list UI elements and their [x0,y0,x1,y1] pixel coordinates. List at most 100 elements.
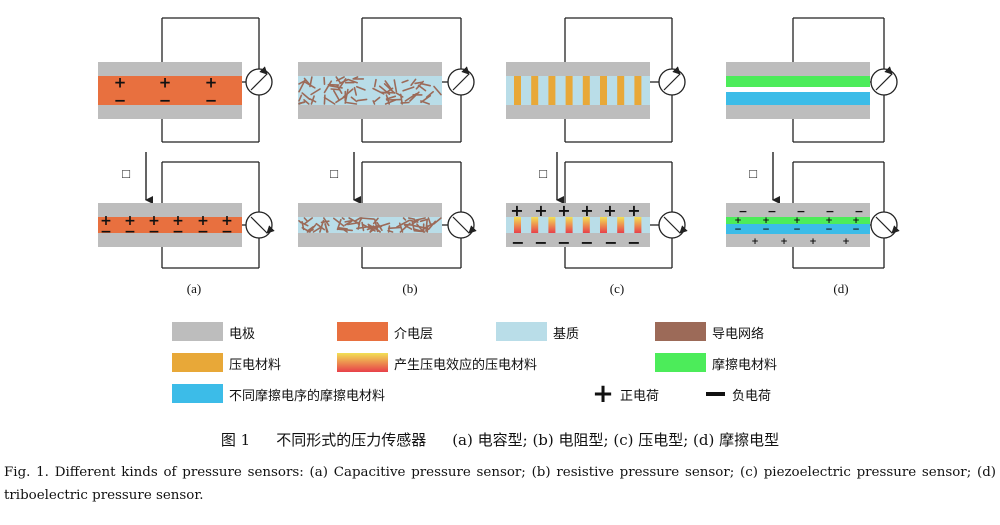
conductive-fiber [303,217,309,222]
substrate-layer [506,217,650,233]
positive-charge: + [205,73,218,91]
negative-charge: − [825,225,833,235]
electrode-top [506,203,650,217]
electrode-top [98,203,242,217]
conductive-fiber [298,94,303,102]
conductive-fiber [315,222,326,231]
negative-charge: − [796,205,805,218]
conductive-fiber [433,217,442,225]
negative-charge: − [114,91,127,109]
meter-needle-icon [452,66,470,91]
conductive-fiber [336,218,342,231]
negative-charge: − [852,225,860,235]
conductive-fiber [312,227,321,233]
conductive-network [298,217,442,233]
legend-label-piezo-effect: 产生压电效应的压电材料 [394,358,538,373]
conductive-fiber [407,217,416,220]
circuit [564,161,688,269]
circuit [161,161,275,269]
negative-charge: − [172,224,184,240]
tribo-layer [726,217,870,224]
conductive-fiber [345,101,358,105]
positive-charge: + [809,237,817,247]
electrode-bottom [726,105,870,119]
conductive-fiber [433,85,442,96]
legend-swatch-dielectric [337,322,388,341]
conductive-fiber [356,98,368,102]
positive-charge: + [842,237,850,247]
conductive-fiber [387,225,391,233]
legend-label-conductive-network: 导电网络 [712,327,765,342]
electrode-bottom [506,233,650,247]
legend-label-negative-charge: 负电荷 [732,389,772,404]
caption-english: Fig. 1. Different kinds of pressure sens… [4,465,996,503]
electrode-bottom [298,105,442,119]
positive-charge: + [580,201,593,220]
conductive-fiber [402,217,407,221]
positive-charge: + [159,73,172,91]
conductive-fiber [335,96,346,104]
electrode-top [726,62,870,76]
conductive-fiber [309,98,317,103]
legend-label-tribo-material-alt: 不同摩擦电序的摩擦电材料 [229,389,386,404]
conductive-fiber [384,80,392,90]
meter-needle-icon [663,66,681,91]
conductive-fiber [323,94,326,105]
conductive-fiber [301,92,311,100]
conductive-fiber [344,220,353,226]
substrate-layer [298,76,442,105]
meter-needle-icon [663,216,688,234]
conductive-fiber [339,78,347,88]
circuit [792,17,898,143]
caption-figure-number: 图 1 [220,431,251,449]
piezo-pillar-active [548,217,556,233]
conductive-fiber [416,223,425,233]
conductive-fiber [332,217,345,227]
circuit [564,17,686,143]
conductive-fiber [330,88,341,91]
electrode-bottom [98,105,242,119]
negative-charge: − [159,91,172,109]
legend-label-positive-charge: 正电荷 [620,389,660,404]
negative-charge: − [511,233,524,252]
positive-charge: + [603,201,616,220]
conductive-fiber [308,224,317,233]
panels-layer: +−+−+−□+−+−+−+−+−+−□□++++++−−−−−−□−−−−−+… [98,17,900,296]
conductive-fiber [384,99,397,105]
tribo-layer-alt [726,92,870,105]
negative-charge: − [604,233,617,252]
conductive-fiber [419,218,429,223]
conductive-fiber [425,91,435,99]
conductive-fiber [346,222,358,226]
conductive-fiber [355,85,366,91]
conductive-fiber [393,79,398,93]
circuit [792,161,900,269]
electrode-top [506,62,650,76]
pressure-marker: □ [749,166,757,181]
meter-needle-icon [875,216,900,234]
piezo-pillar [565,76,573,105]
caption-title: 不同形式的压力传感器 [276,431,427,449]
legend-swatch-tribo_material_alt [172,384,223,403]
legend-plus-icon: + [592,379,614,409]
negative-charge: − [825,205,834,218]
conductive-fiber [413,229,423,233]
positive-charge: + [627,201,640,220]
tribo-layer-alt [726,224,870,234]
conductive-fiber [332,89,340,101]
electrode-top [98,62,242,76]
piezo-pillar-active [514,217,521,233]
conductive-fiber [414,81,423,85]
conductive-fiber [399,93,404,105]
legend-swatch-electrode [172,322,223,341]
conductive-fiber [372,100,376,105]
conductive-fiber [420,94,432,104]
substrate-layer [506,76,650,105]
conductive-fiber [335,76,345,82]
conductive-fiber [413,217,426,222]
conductive-fiber [322,217,330,227]
dielectric-layer [98,217,242,233]
legend-swatch-piezo-effect [337,353,388,372]
piezo-pillar [600,76,607,105]
legend-label-tribo-material: 摩擦电材料 [712,358,778,373]
